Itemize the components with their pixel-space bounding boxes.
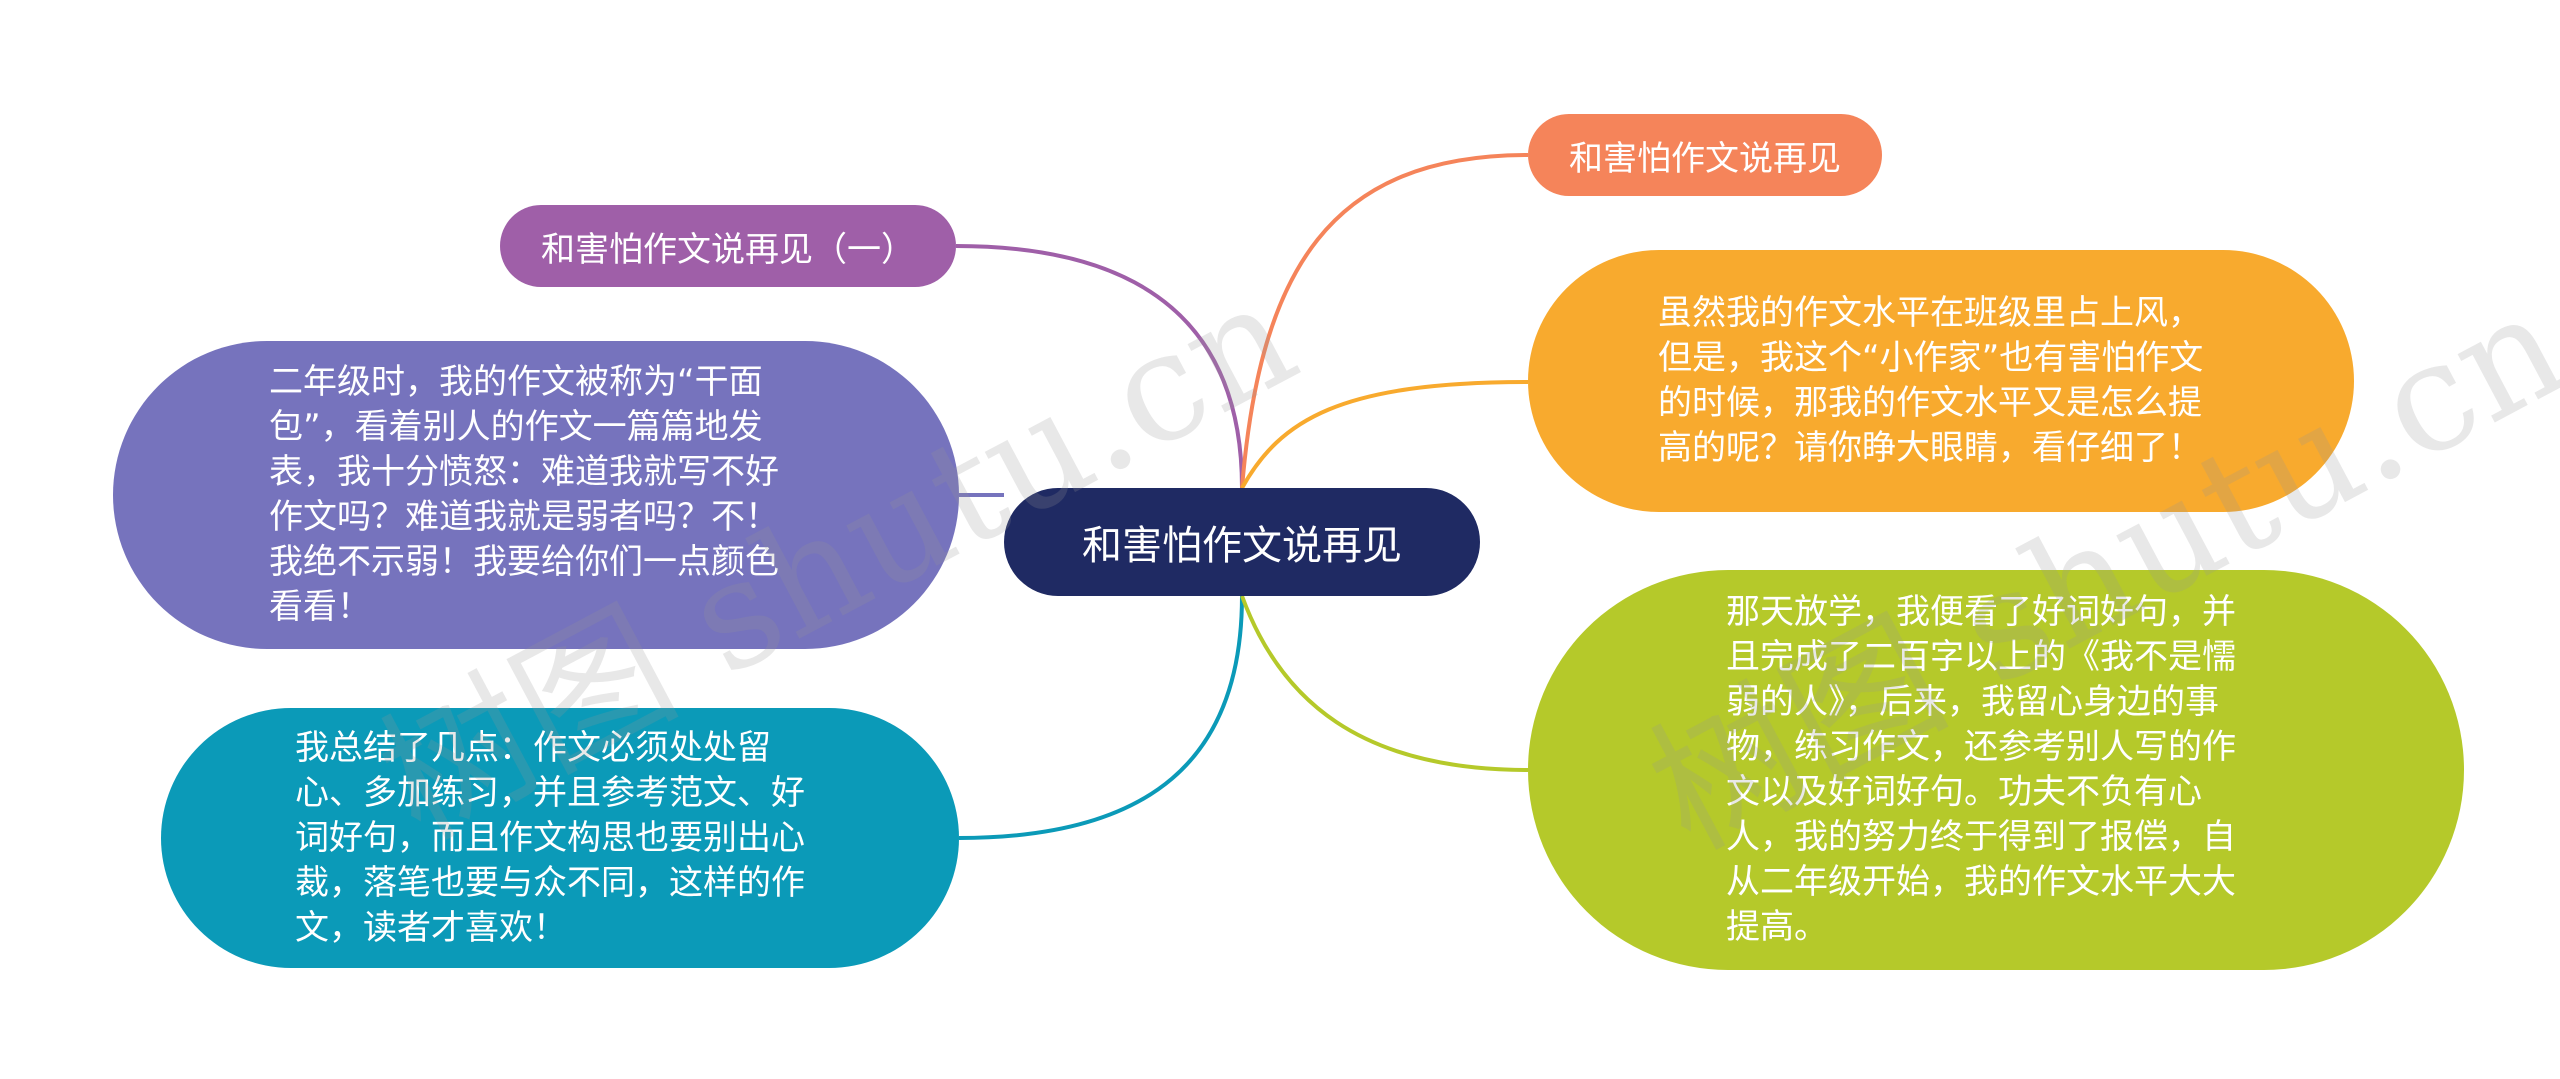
topic-node-2[interactable]: 二年级时，我的作文被称为“干面包”，看着别人的作文一篇篇地发表，我十分愤怒：难道… — [113, 341, 959, 649]
connector-n6 — [1240, 595, 1529, 772]
topic-node-1[interactable]: 和害怕作文说再见（一） — [500, 205, 956, 287]
topic-node-4[interactable]: 和害怕作文说再见 — [1528, 114, 1882, 196]
connector-n5 — [1240, 380, 1529, 489]
central-topic[interactable]: 和害怕作文说再见 — [1004, 488, 1480, 596]
topic-node-1-text: 和害怕作文说再见（一） — [541, 229, 915, 270]
topic-node-5[interactable]: 虽然我的作文水平在班级里占上风，但是，我这个“小作家”也有害怕作文的时候，那我的… — [1528, 250, 2354, 512]
connector-n4 — [1240, 153, 1529, 489]
topic-node-2-text: 二年级时，我的作文被称为“干面包”，看着别人的作文一篇篇地发表，我十分愤怒：难道… — [269, 362, 779, 627]
topic-node-3-text: 我总结了几点：作文必须处处留心、多加练习，并且参考范文、好词好句，而且作文构思也… — [295, 727, 805, 948]
topic-node-6[interactable]: 那天放学，我便看了好词好句，并且完成了二百字以上的《我不是懦弱的人》，后来，我留… — [1528, 570, 2464, 970]
central-topic-text: 和害怕作文说再见 — [1082, 523, 1402, 569]
connector-n1 — [955, 244, 1244, 489]
topic-node-4-text: 和害怕作文说再见 — [1569, 138, 1841, 179]
topic-node-5-text: 虽然我的作文水平在班级里占上风，但是，我这个“小作家”也有害怕作文的时候，那我的… — [1658, 293, 2204, 468]
topic-node-3[interactable]: 我总结了几点：作文必须处处留心、多加练习，并且参考范文、好词好句，而且作文构思也… — [161, 708, 959, 968]
topic-node-6-text: 那天放学，我便看了好词好句，并且完成了二百字以上的《我不是懦弱的人》，后来，我留… — [1726, 592, 2236, 947]
connector-n3 — [958, 595, 1244, 840]
